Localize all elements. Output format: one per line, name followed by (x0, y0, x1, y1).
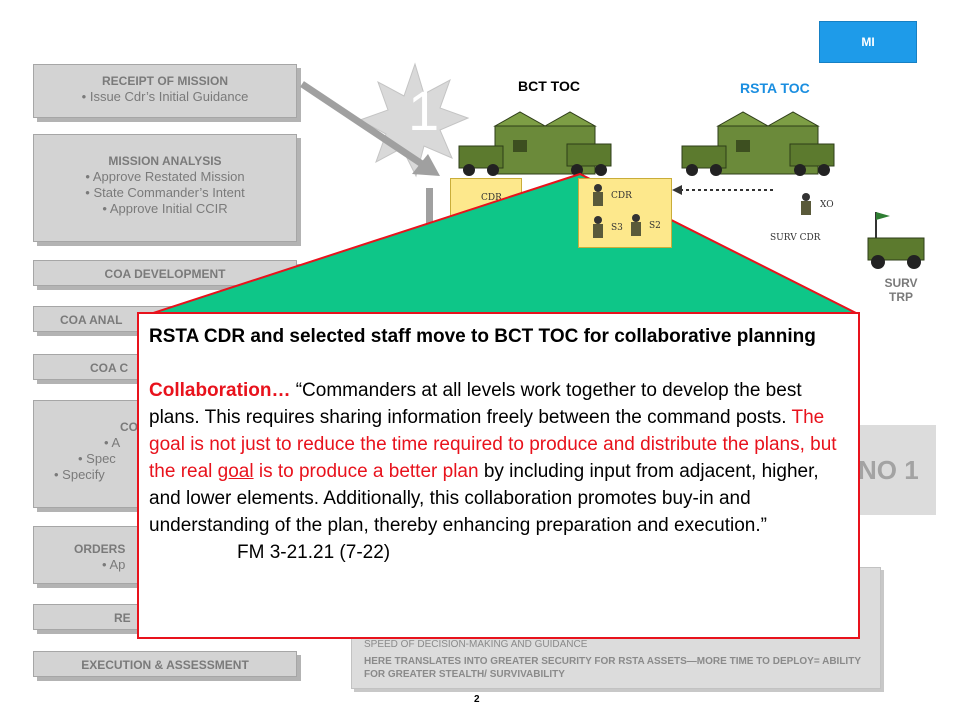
step-title: ORDERS (74, 542, 126, 556)
step-item: • Specify (54, 467, 105, 482)
step-title: RE (114, 611, 131, 625)
step-title: RECEIPT OF MISSION (101, 74, 228, 88)
dashed-arrow (672, 185, 776, 195)
surv-trp-vehicle-icon (867, 212, 925, 269)
step-mission-analysis: MISSION ANALYSIS • Approve Restated Miss… (33, 134, 297, 242)
step-receipt-of-mission: RECEIPT OF MISSION • Issue Cdr’s Initial… (33, 64, 297, 118)
staff-label: CDR (481, 193, 502, 203)
callout-heading: RSTA CDR and selected staff move to BCT … (149, 326, 816, 347)
callout-body: Collaboration… “Commanders at all levels… (149, 377, 848, 566)
bct-toc-label: BCT TOC (518, 78, 580, 94)
step-title: COA ANAL (60, 313, 123, 327)
step-item: • Approve Initial CCIR (102, 201, 228, 216)
callout-box: RSTA CDR and selected staff move to BCT … (137, 312, 860, 639)
coa-number-label: NO 1 (858, 455, 919, 485)
rsta-toc-label: RSTA TOC (740, 80, 810, 96)
step-title: MISSION ANALYSIS (108, 154, 222, 168)
quote-text: “Commanders at all levels work together … (149, 380, 802, 428)
step-item: • Spec (78, 451, 116, 466)
step-title: EXECUTION & ASSESSMENT (81, 658, 249, 672)
staff-label: S2 (649, 221, 661, 231)
quote-text: by including input from adjacent, higher… (149, 461, 819, 536)
soldier-icons (593, 184, 641, 238)
step-item: • Ap (102, 557, 126, 572)
starburst-shape (358, 62, 470, 178)
bct-toc-tent-icon (458, 111, 612, 176)
step-title: COA C (90, 361, 129, 375)
xo-label: XO (820, 200, 834, 210)
arrow-line (300, 81, 430, 171)
step-item: • Issue Cdr’s Initial Guidance (81, 89, 249, 104)
arrow-stem (426, 188, 433, 234)
step-item: • Approve Restated Mission (85, 169, 245, 184)
quote-underlined: goal (217, 461, 254, 482)
rsta-toc-tent-icon (681, 111, 835, 176)
quote-highlight: The goal is not just to reduce the time … (149, 407, 837, 482)
surv-cdr-label: SURV CDR (770, 233, 821, 243)
step-title: COA DEVELOPMENT (104, 267, 226, 281)
mi-badge: MI (819, 21, 917, 63)
staff-label: CDR (611, 191, 632, 201)
quote-highlight: is to produce a better plan (253, 461, 479, 482)
step-item: • State Commander’s Intent (85, 185, 245, 200)
step-number: 1 (408, 79, 440, 142)
soldier-icon (801, 193, 811, 215)
staff-label: S3 (611, 223, 623, 233)
page-number: 2 (474, 694, 480, 705)
collaboration-label: Collaboration… (149, 380, 291, 401)
citation: FM 3-21.21 (7-22) (237, 542, 391, 563)
step-item: • A (104, 435, 121, 450)
notes-line: HERE TRANSLATES INTO GREATER SECURITY FO… (364, 656, 861, 680)
step-arrow-graphic (300, 62, 470, 234)
notes-line: SPEED OF DECISION-MAKING AND GUIDANCE (364, 639, 588, 650)
step-execution-assessment: EXECUTION & ASSESSMENT (33, 651, 297, 677)
arrow-head (412, 154, 440, 176)
